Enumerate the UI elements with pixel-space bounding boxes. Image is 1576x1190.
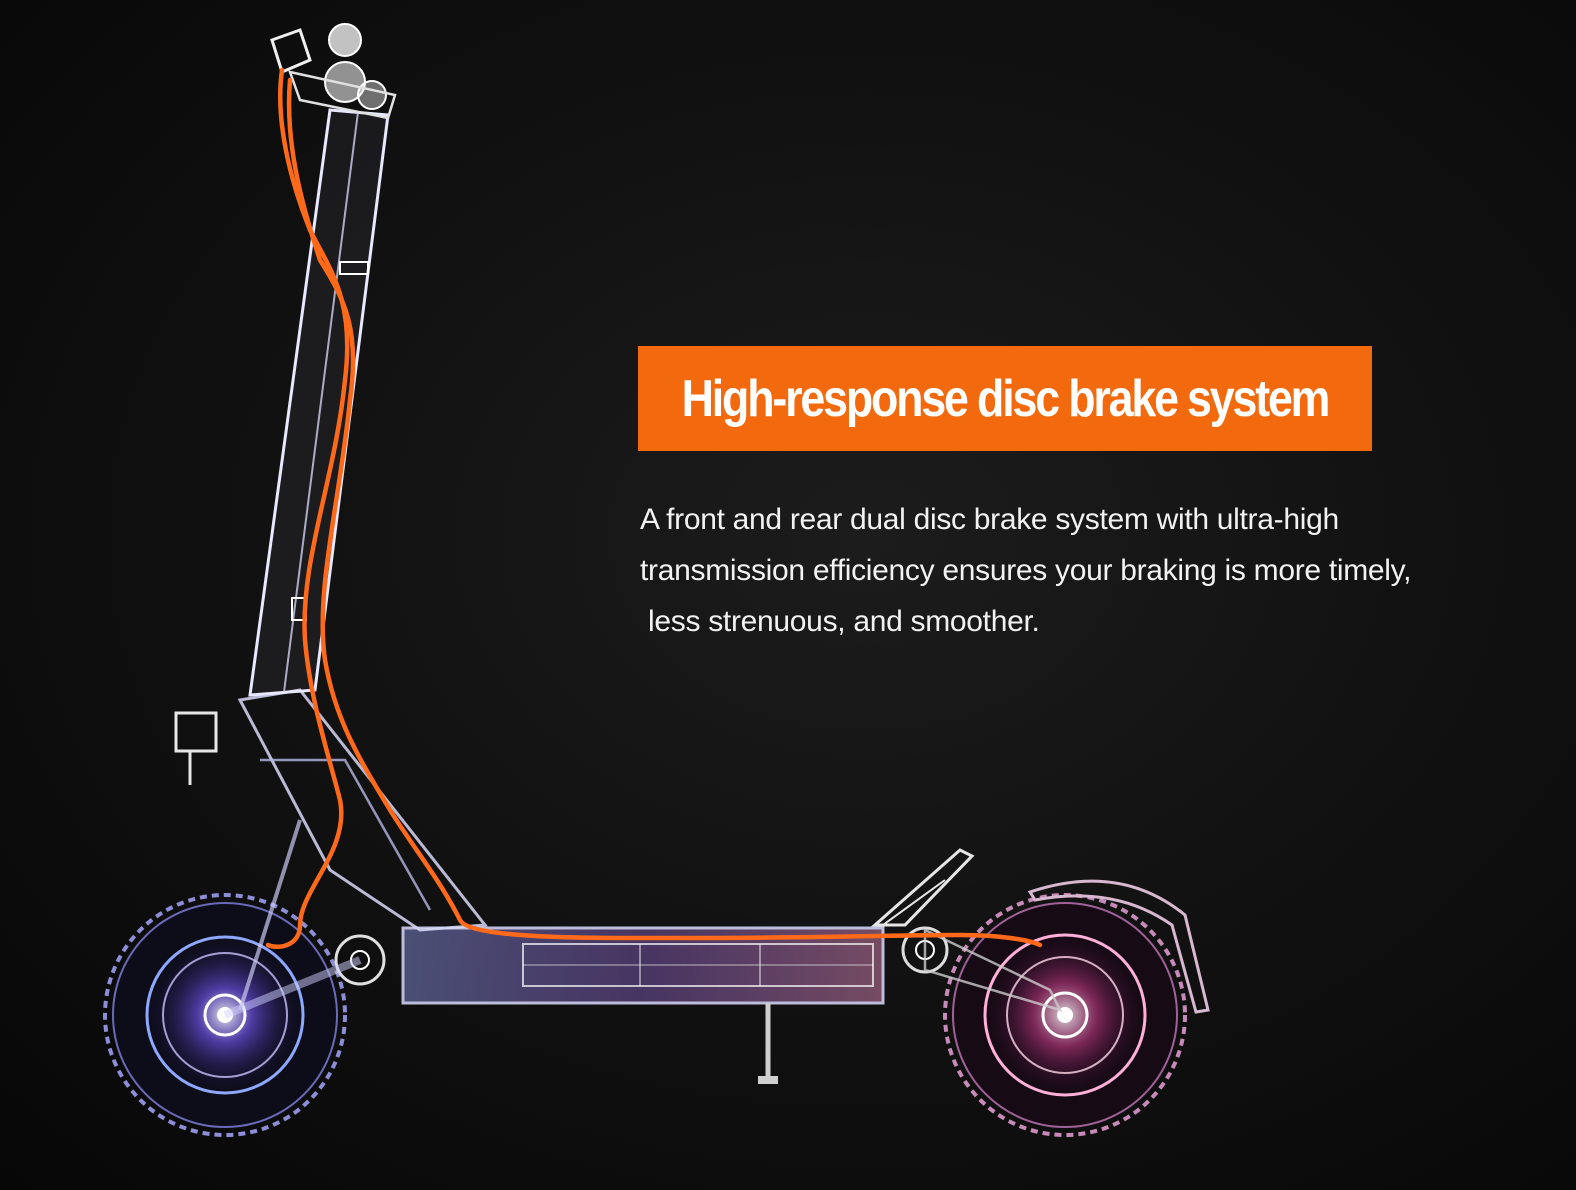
- description: A front and rear dual disc brake system …: [640, 494, 1560, 647]
- description-line: less strenuous, and smoother.: [640, 605, 1040, 638]
- steering-stem: [248, 108, 390, 697]
- rear-wheel: [943, 879, 1210, 1137]
- brake-cable: [265, 67, 1043, 950]
- description-line: A front and rear dual disc brake system …: [640, 503, 1339, 536]
- handlebar: [270, 23, 397, 120]
- description-line: transmission efficiency ensures your bra…: [640, 554, 1412, 587]
- headline-banner: High-response disc brake system: [638, 346, 1372, 451]
- deck: [401, 848, 975, 1084]
- headline: High-response disc brake system: [681, 369, 1331, 428]
- rear-swing-arm: [901, 926, 1063, 1013]
